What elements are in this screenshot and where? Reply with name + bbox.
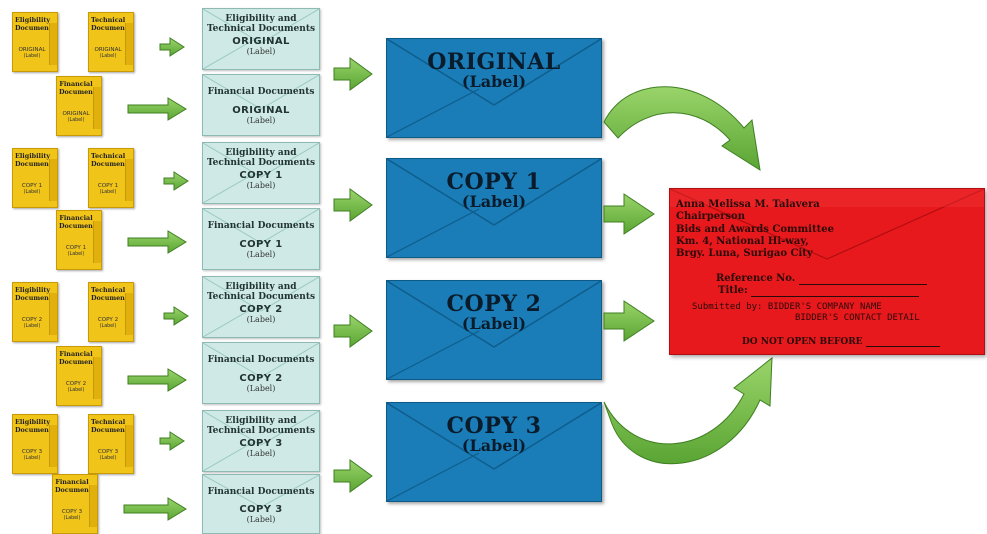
do-not-open-notice: DO NOT OPEN BEFORE [742, 337, 940, 347]
folder-technical-original: Technical Documents ORIGINAL(Label) [88, 12, 134, 72]
folder-eligibility-copy1: Eligibility Documents COPY 1(Label) [12, 148, 58, 208]
folder-financial-original: Financial Documents ORIGINAL(Label) [56, 76, 102, 136]
folder-financial-copy3: Financial Documents COPY 3(Label) [52, 474, 98, 534]
folder-eligibility-original: Eligibility Documents ORIGINAL(Label) [12, 12, 58, 72]
envelope-eligibility-technical-copy1: Eligibility and Technical Documents COPY… [202, 142, 320, 204]
address-block: Anna Melissa M. Talavera Chairperson Bid… [676, 199, 834, 260]
envelope-financial-copy3: Financial Documents COPY 3 (Label) [202, 474, 320, 534]
envelope-eligibility-technical-original: Eligibility and Technical Documents ORIG… [202, 8, 320, 70]
folder-technical-copy3: Technical Documents COPY 3(Label) [88, 414, 134, 474]
blue-envelope-copy2: COPY 2 (Label) [386, 280, 602, 380]
envelope-financial-copy2: Financial Documents COPY 2 (Label) [202, 342, 320, 404]
envelope-eligibility-technical-copy2: Eligibility and Technical Documents COPY… [202, 276, 320, 338]
folder-financial-copy2: Financial Documents COPY 2(Label) [56, 346, 102, 406]
folder-technical-copy2: Technical Documents COPY 2(Label) [88, 282, 134, 342]
envelope-financial-copy1: Financial Documents COPY 1 (Label) [202, 208, 320, 270]
envelope-eligibility-technical-copy3: Eligibility and Technical Documents COPY… [202, 410, 320, 472]
blue-envelope-copy3: COPY 3 (Label) [386, 402, 602, 502]
submitted-by-block: Submitted by: BIDDER'S COMPANY NAME BIDD… [692, 302, 920, 323]
envelope-financial-original: Financial Documents ORIGINAL (Label) [202, 74, 320, 136]
arrow-icon [333, 57, 373, 493]
blue-envelope-original: ORIGINAL (Label) [386, 38, 602, 138]
folder-eligibility-copy3: Eligibility Documents COPY 3(Label) [12, 414, 58, 474]
red-outer-envelope: Anna Melissa M. Talavera Chairperson Bid… [669, 188, 985, 355]
folder-eligibility-copy2: Eligibility Documents COPY 2(Label) [12, 282, 58, 342]
arrow-icon [603, 193, 655, 342]
folder-financial-copy1: Financial Documents COPY 1(Label) [56, 210, 102, 270]
reference-block: Reference No. Title: [716, 273, 927, 297]
blue-envelope-copy1: COPY 1 (Label) [386, 158, 602, 258]
folder-technical-copy1: Technical Documents COPY 1(Label) [88, 148, 134, 208]
